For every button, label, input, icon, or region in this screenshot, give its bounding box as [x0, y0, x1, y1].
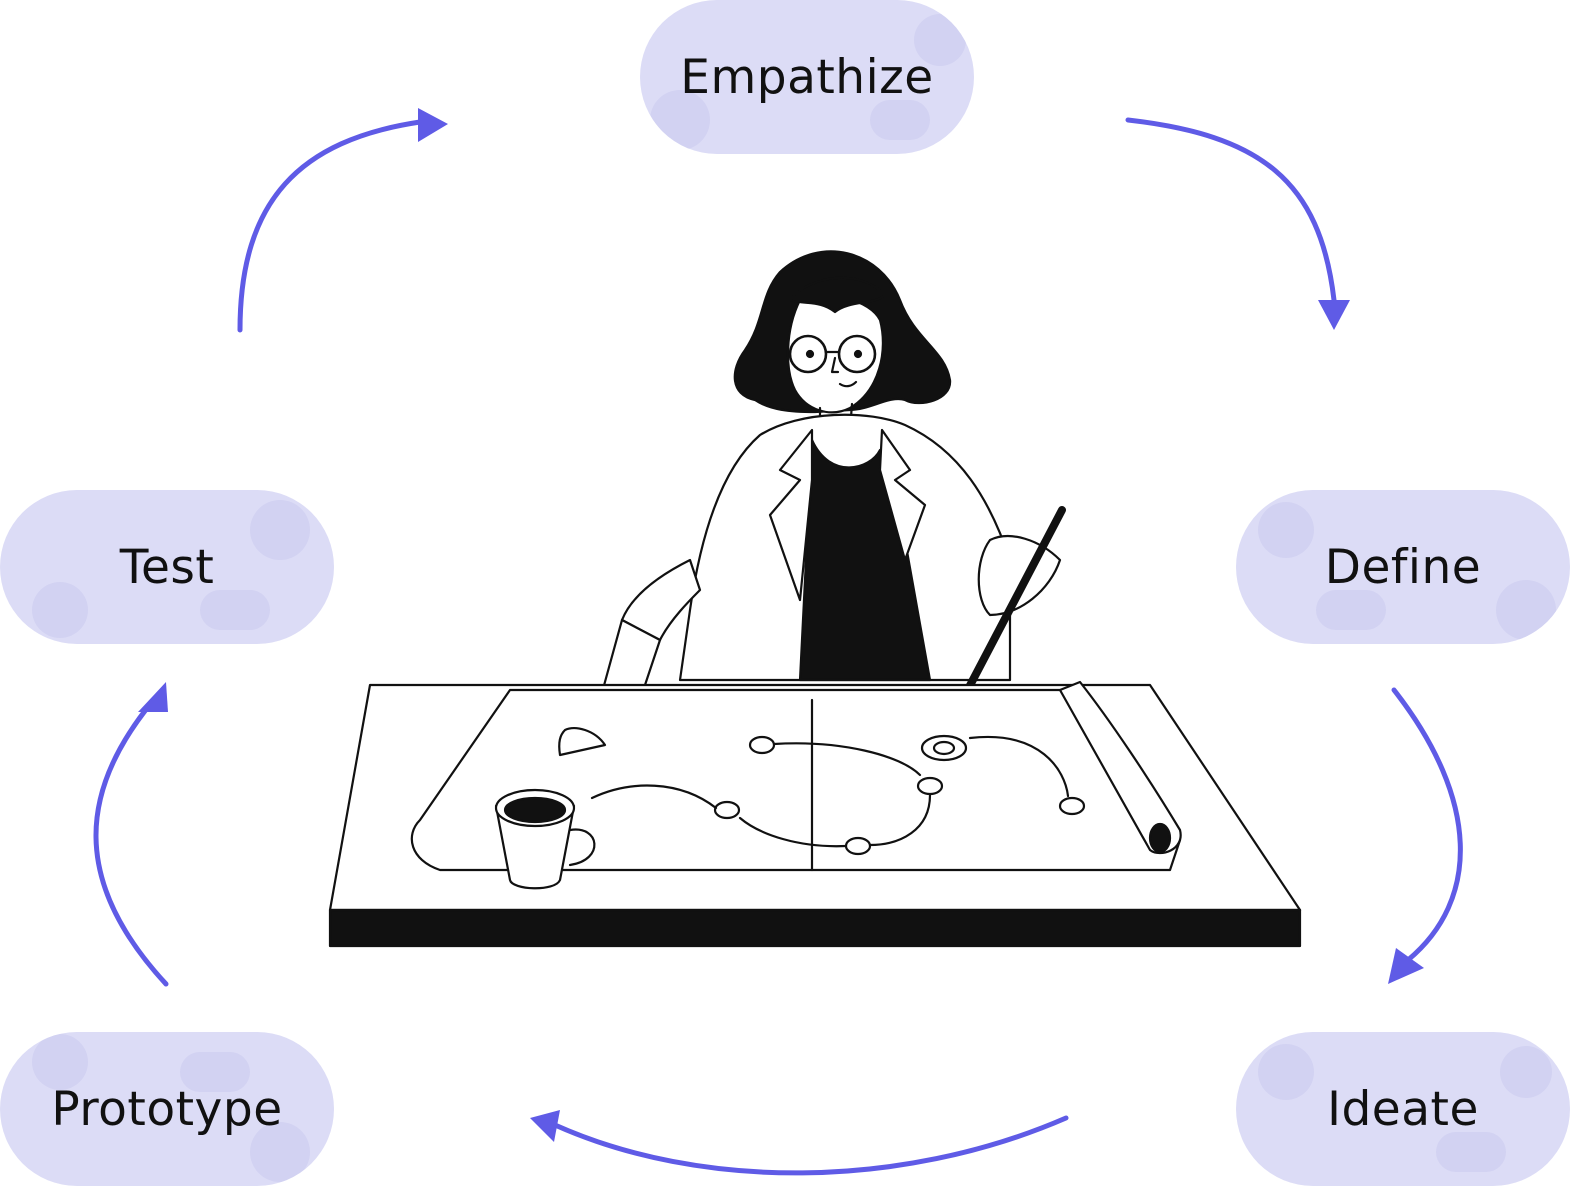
- arrowhead-ideate: [1388, 948, 1424, 984]
- stage-define: Define: [1236, 490, 1570, 644]
- pill-pattern: [650, 14, 966, 150]
- stage-test: Test: [0, 490, 334, 644]
- stage-ideate: Ideate: [1236, 1032, 1570, 1186]
- arrow-prototype-to-test: [93, 699, 169, 987]
- arrowhead-define: [1318, 300, 1350, 330]
- stage-empathize: Empathize: [640, 0, 974, 154]
- arrowhead-empathize: [418, 108, 448, 142]
- arrow-test-to-empathize: [237, 119, 423, 333]
- table-edge: [328, 908, 1302, 948]
- arrow-ideate-to-prototype: [552, 1115, 1069, 1176]
- face: [787, 295, 884, 414]
- glasses-right: [837, 334, 877, 374]
- pill-pattern: [32, 500, 310, 638]
- coffee-mug: [494, 804, 576, 890]
- arrowhead-prototype: [530, 1110, 560, 1142]
- pill-pattern: [1258, 502, 1556, 640]
- glasses-left: [788, 334, 828, 374]
- shirt: [798, 438, 932, 682]
- stage-label: Ideate: [1327, 1081, 1479, 1137]
- arrowhead-test: [138, 682, 168, 712]
- stage-label: Test: [119, 539, 215, 595]
- pill-pattern: [32, 1034, 310, 1182]
- arrow-empathize-to-define: [1125, 117, 1337, 303]
- stage-prototype: Prototype: [0, 1032, 334, 1186]
- stage-label: Prototype: [51, 1081, 283, 1137]
- arrow-define-to-ideate: [1391, 687, 1463, 963]
- pill-pattern: [1258, 1044, 1552, 1172]
- stage-label: Define: [1324, 539, 1482, 595]
- stage-label: Empathize: [680, 49, 934, 105]
